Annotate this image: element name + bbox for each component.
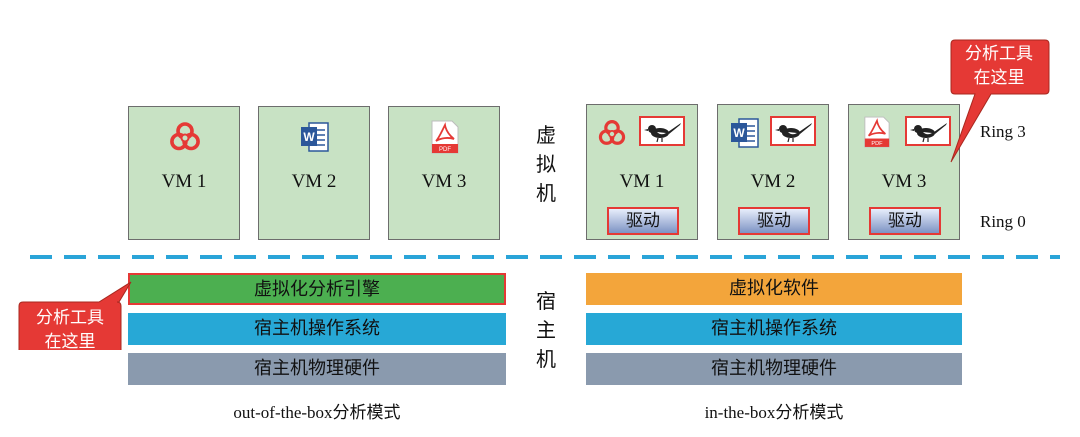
analysis-tool-box xyxy=(639,116,685,146)
host-hardware-layer-right: 宿主机物理硬件 xyxy=(586,353,962,385)
vm-label: VM 3 xyxy=(881,171,927,192)
virtualization-software-layer: 虚拟化软件 xyxy=(586,273,962,305)
svg-text:W: W xyxy=(733,126,745,140)
svg-text:W: W xyxy=(303,130,315,144)
host-hardware-layer-left: 宿主机物理硬件 xyxy=(128,353,506,385)
host-os-layer-right: 宿主机操作系统 xyxy=(586,313,962,345)
vm-side-label: 虚 拟 机 xyxy=(536,125,556,205)
vm-box-left-3: PDF VM 3 xyxy=(388,106,500,240)
vm-label: VM 3 xyxy=(421,171,467,192)
divider-dashed-line xyxy=(30,255,1060,259)
pdf-document-icon: PDF xyxy=(431,120,459,154)
svg-text:PDF: PDF xyxy=(439,147,451,153)
driver-box: 驱动 xyxy=(738,207,810,235)
vm-label: VM 2 xyxy=(750,171,796,192)
word-document-icon: W xyxy=(301,122,329,152)
magpie-tool-icon xyxy=(910,123,947,143)
host-side-label: 宿 主 机 xyxy=(536,291,556,371)
biohazard-icon xyxy=(170,122,200,151)
magpie-tool-icon xyxy=(644,123,681,143)
magpie-tool-icon xyxy=(775,123,812,143)
vm-box-right-2: W VM 2 驱动 xyxy=(717,104,829,240)
vm-box-left-1: VM 1 xyxy=(128,106,240,240)
callout-text-right: 分析工具 在这里 xyxy=(965,44,1033,87)
callout-bubble-left xyxy=(18,281,132,350)
analysis-tool-box xyxy=(770,116,816,146)
biohazard-icon xyxy=(598,120,626,145)
vm-label: VM 1 xyxy=(619,171,665,192)
word-document-icon: W xyxy=(731,118,759,148)
driver-box: 驱动 xyxy=(869,207,941,235)
virtualization-analysis-engine: 虚拟化分析引擎 xyxy=(128,273,506,305)
svg-text:PDF: PDF xyxy=(871,141,883,147)
ring0-label: Ring 0 xyxy=(980,212,1026,231)
out-of-the-box-caption: out-of-the-box分析模式 xyxy=(233,403,401,422)
host-os-layer-left: 宿主机操作系统 xyxy=(128,313,506,345)
ring3-label: Ring 3 xyxy=(980,122,1026,141)
vm-label: VM 1 xyxy=(161,171,207,192)
pdf-document-icon: PDF xyxy=(864,116,890,148)
callout-text-left: 分析工具 在这里 xyxy=(36,308,104,351)
callout-bubble-right xyxy=(950,39,1050,163)
in-the-box-caption: in-the-box分析模式 xyxy=(704,403,844,422)
driver-box: 驱动 xyxy=(607,207,679,235)
vm-box-left-2: W VM 2 xyxy=(258,106,370,240)
vm-box-right-3: PDF VM 3 驱动 xyxy=(848,104,960,240)
vm-label: VM 2 xyxy=(291,171,337,192)
analysis-tool-box xyxy=(905,116,951,146)
vm-box-right-1: VM 1 驱动 xyxy=(586,104,698,240)
